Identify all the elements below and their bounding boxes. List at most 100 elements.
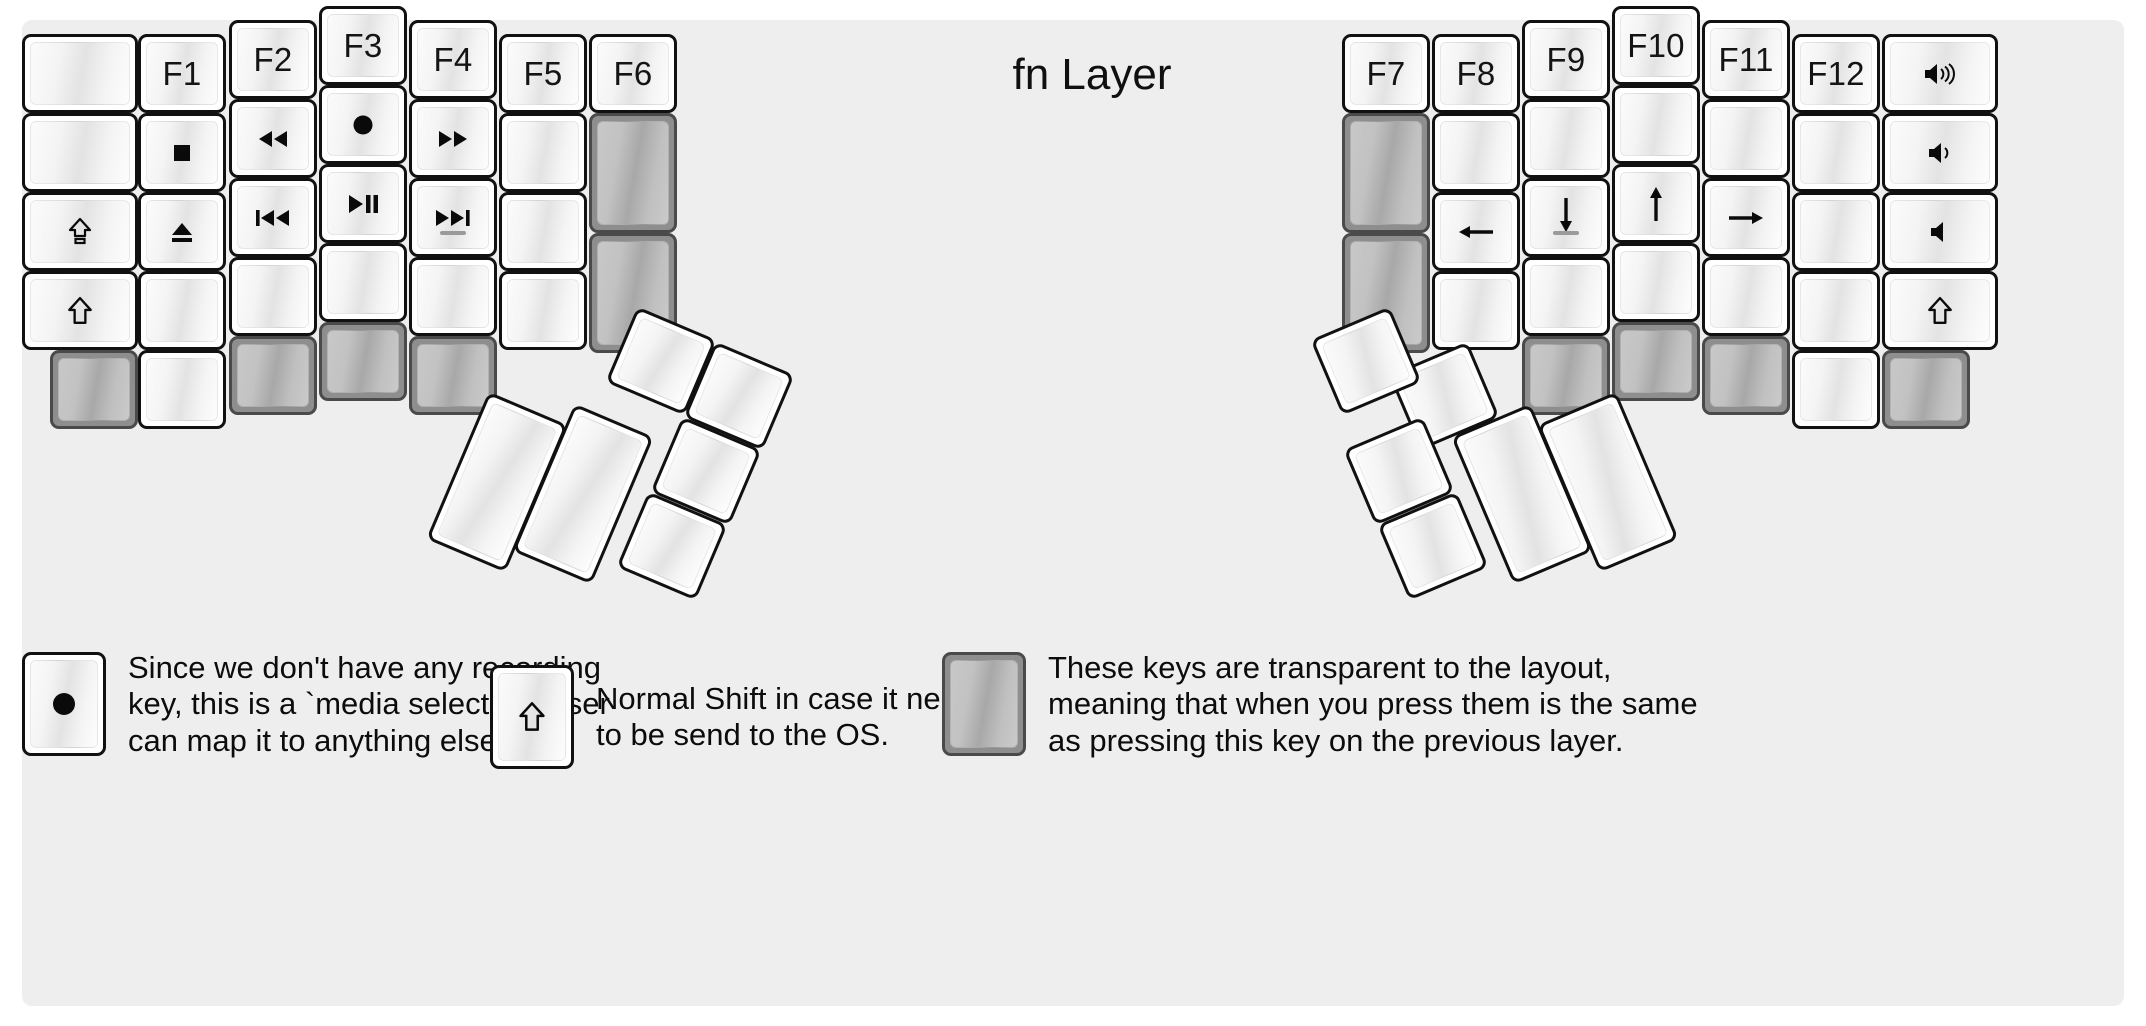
key-L-c3-r3-media-previous[interactable] [229, 178, 317, 257]
homing-bar-icon [440, 231, 466, 235]
key-label: F4 [433, 41, 473, 78]
key-R-c6-r5[interactable] [1792, 350, 1880, 429]
key-L-c2-r3-media-eject[interactable] [138, 192, 226, 271]
key-L-c7-r1-f6[interactable]: F6 [589, 34, 677, 113]
key-L-c3-r5-transparent[interactable] [229, 336, 317, 415]
key-L-c5-r2-media-fast-forward[interactable] [409, 99, 497, 178]
key-L-c1-r5-transparent[interactable] [50, 350, 138, 429]
key-L-c5-r4[interactable] [409, 257, 497, 336]
keycap-face: F1 [146, 42, 218, 105]
key-R-c4-r5-transparent[interactable] [1612, 322, 1700, 401]
key-R-c7-r1-volume-up[interactable] [1882, 34, 1998, 113]
keycap-face [498, 673, 566, 761]
volume-down-icon [1926, 140, 1954, 166]
key-L-c5-r5-transparent[interactable] [409, 336, 497, 415]
keycap-face: F5 [507, 42, 579, 105]
key-L-c3-r1-f2[interactable]: F2 [229, 20, 317, 99]
key-R-c3-r5-transparent[interactable] [1522, 336, 1610, 415]
keycap-face [1710, 107, 1782, 170]
key-L-c1-r4-shift[interactable] [22, 271, 138, 350]
key-R-c1-r2-transparent-tall[interactable] [1342, 113, 1430, 233]
keycap-face [507, 121, 579, 184]
key-R-c5-r5-transparent[interactable] [1702, 336, 1790, 415]
key-R-c3-r1-f9[interactable]: F9 [1522, 20, 1610, 99]
key-R-c7-r4-shift[interactable] [1882, 271, 1998, 350]
key-label: F6 [613, 55, 653, 92]
key-L-c5-r3-media-next[interactable] [409, 178, 497, 257]
key-L-c1-r3-caps-lock[interactable] [22, 192, 138, 271]
key-R-c7-r3-volume-mute[interactable] [1882, 192, 1998, 271]
legend-swatch-shift [490, 665, 574, 769]
keycap-face [1890, 42, 1990, 105]
key-L-c4-r2-media-record[interactable] [319, 85, 407, 164]
keycap-face [146, 121, 218, 184]
key-L-c2-r2-media-stop[interactable] [138, 113, 226, 192]
key-R-c6-r1-f12[interactable]: F12 [1792, 34, 1880, 113]
key-L-c4-r4[interactable] [319, 243, 407, 322]
key-R-c4-r4[interactable] [1612, 243, 1700, 322]
key-R-c3-r3-arrow-down[interactable] [1522, 178, 1610, 257]
key-R-c7-r5-transparent[interactable] [1882, 350, 1970, 429]
key-L-c6-r4[interactable] [499, 271, 587, 350]
key-R-c1-r1-f7[interactable]: F7 [1342, 34, 1430, 113]
keycap-face [237, 344, 309, 407]
legend-item-transparent: These keys are transparent to the layout… [942, 650, 1698, 759]
key-R-c7-r2-volume-down[interactable] [1882, 113, 1998, 192]
key-R-c6-r2[interactable] [1792, 113, 1880, 192]
key-R-c5-r1-f11[interactable]: F11 [1702, 20, 1790, 99]
key-R-c5-r3-arrow-right[interactable] [1702, 178, 1790, 257]
key-label: F1 [162, 55, 202, 92]
page-title: fn Layer [1012, 50, 1172, 99]
keycap-face [1710, 344, 1782, 407]
key-L-c7-r2-transparent-tall[interactable] [589, 113, 677, 233]
key-L-c4-r1-f3[interactable]: F3 [319, 6, 407, 85]
key-L-c2-r4[interactable] [138, 271, 226, 350]
key-R-c5-r4[interactable] [1702, 257, 1790, 336]
key-label: F2 [253, 41, 293, 78]
key-L-c4-r3-media-play-pause[interactable] [319, 164, 407, 243]
key-R-c6-r4[interactable] [1792, 271, 1880, 350]
key-L-c3-r4[interactable] [229, 257, 317, 336]
keycap-face [327, 330, 399, 393]
keycap-face [327, 251, 399, 314]
key-L-c1-r1[interactable] [22, 34, 138, 113]
keycap-face [146, 200, 218, 263]
keycap-face: F2 [237, 28, 309, 91]
keycap-face [1890, 121, 1990, 184]
media-rewind-icon [256, 129, 290, 149]
key-R-c3-r2[interactable] [1522, 99, 1610, 178]
legend-swatch-transparent [942, 652, 1026, 757]
key-R-c2-r2[interactable] [1432, 113, 1520, 192]
keycap-face [237, 186, 309, 249]
key-L-c4-r5-transparent[interactable] [319, 322, 407, 401]
key-L-c6-r3[interactable] [499, 192, 587, 271]
keycap-face [237, 265, 309, 328]
keycap-face [507, 279, 579, 342]
key-R-c2-r4[interactable] [1432, 271, 1520, 350]
key-R-c2-r3-arrow-left[interactable] [1432, 192, 1520, 271]
key-L-c5-r1-f4[interactable]: F4 [409, 20, 497, 99]
keycap-face [30, 42, 130, 105]
key-L-c6-r1-f5[interactable]: F5 [499, 34, 587, 113]
key-L-c6-r2[interactable] [499, 113, 587, 192]
media-fast-forward-icon [436, 129, 470, 149]
key-L-c2-r5[interactable] [138, 350, 226, 429]
caps-lock-icon [68, 217, 92, 247]
key-R-c4-r1-f10[interactable]: F10 [1612, 6, 1700, 85]
keycap-face: F3 [327, 14, 399, 77]
keycap-face [237, 107, 309, 170]
key-L-c2-r1-f1[interactable]: F1 [138, 34, 226, 113]
key-R-c2-r1-f8[interactable]: F8 [1432, 34, 1520, 113]
legend-text: These keys are transparent to the layout… [1048, 650, 1698, 758]
key-L-c3-r2-media-rewind[interactable] [229, 99, 317, 178]
keycap-face [1350, 121, 1422, 225]
key-R-c3-r4[interactable] [1522, 257, 1610, 336]
keycap-face [30, 660, 98, 749]
key-R-c4-r2[interactable] [1612, 85, 1700, 164]
key-R-c6-r3[interactable] [1792, 192, 1880, 271]
keycap-face [146, 279, 218, 342]
key-R-c5-r2[interactable] [1702, 99, 1790, 178]
keycap-face [327, 93, 399, 156]
key-R-c4-r3-arrow-up[interactable] [1612, 164, 1700, 243]
key-L-c1-r2[interactable] [22, 113, 138, 192]
